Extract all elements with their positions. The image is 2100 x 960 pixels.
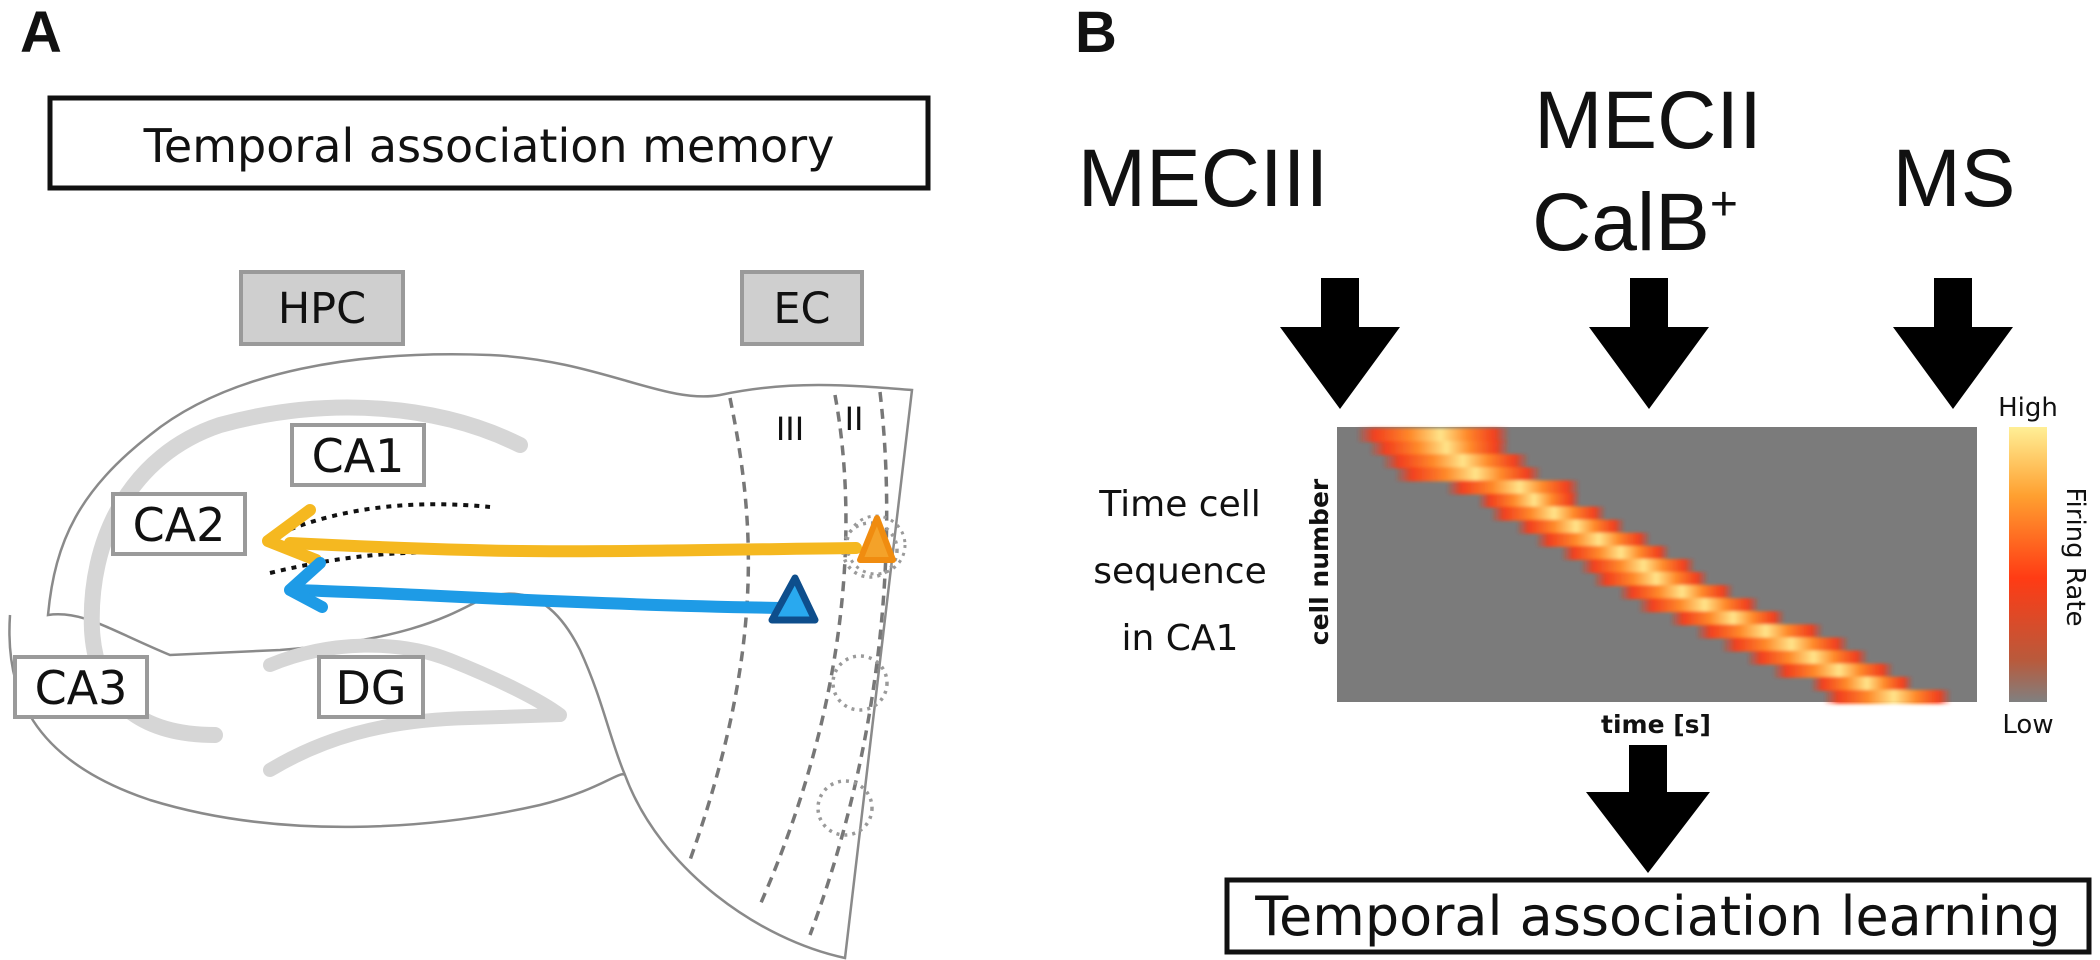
ec-boundary-1 [688,397,751,861]
side-label-line2: sequence [1093,551,1266,592]
meciii-label: MECIII [1078,133,1329,224]
panel-b-letter: B [1075,0,1117,65]
x-axis-label: time [s] [1601,710,1711,739]
heatmap-cell-row [1535,532,1651,547]
dg-label: DG [335,661,406,715]
heatmap-cell-row [1810,676,1913,691]
ca1-box [290,423,426,487]
heatmap-cell-row [1580,559,1696,574]
heatmap-cell-row [1593,572,1709,587]
panel-a-letter: A [20,0,62,65]
empty-cell-circle [841,521,899,579]
colorbar-title: Firing Rate [2060,487,2090,626]
ec-boundary-2 [758,394,848,906]
output-down-arrow [1586,745,1710,873]
meciii-pathway-arrow [284,537,862,558]
layer-iii-label: III [776,410,804,448]
hpc-label: HPC [278,284,366,334]
ca1-dotted-line-upper [269,502,491,540]
heatmap-cell-row [1356,428,1510,443]
heatmap-cell-row [1772,663,1894,678]
layer-ii-label: II [845,400,864,438]
ms-down-arrow [1893,278,2013,409]
learning-output-box [1224,877,2092,955]
heatmap-cell-row [1746,650,1869,665]
calb-superscript: + [1710,178,1738,231]
calb-label: CalB+ [1532,177,1738,268]
colorbar-high-label: High [1998,393,2058,423]
hpc-box [239,270,405,346]
dentate-gyrus-curve [263,638,567,777]
meciii-down-arrow [1280,278,1400,409]
ca1-label: CA1 [312,429,405,483]
mecii-pathway-arrow [290,584,791,614]
ca3-box [13,655,149,719]
yellow-arrowhead [262,504,322,566]
ec-label: EC [773,284,830,334]
dg-box [317,655,425,719]
side-label-line3: in CA1 [1122,618,1239,659]
colorbar-low-label: Low [2002,710,2053,740]
ec-box [740,270,864,346]
heatmap-cell-row [1369,441,1510,456]
blue-neuron-icon [768,574,819,624]
calb-text: CalB [1532,177,1710,268]
side-label-line1: Time cell [1098,484,1261,525]
empty-cell-circle [831,654,889,712]
empty-cell-circle [816,779,874,837]
heatmap-cell-row [1618,585,1734,600]
heatmap-cell-row [1394,467,1542,482]
heatmap-cell-row [1381,454,1529,469]
ec-boundary-3 [808,391,889,936]
heatmap-cell-row [1516,519,1625,534]
heatmap-cell-row [1695,624,1824,639]
mecii-label: MECII [1534,75,1762,166]
orange-neuron-icon [857,515,896,563]
heatmap-cell-row [1445,480,1581,495]
ca3-label: CA3 [35,661,128,715]
heatmap-rows [1356,428,1952,704]
mecii-down-arrow [1589,278,1709,409]
heatmap-cell-row [1823,689,1952,704]
learning-output-label: Temporal association learning [1254,885,2061,948]
ms-label: MS [1893,133,2016,224]
heatmap-cell-row [1561,545,1670,560]
blue-arrowhead [284,557,328,613]
y-axis-label: cell number [1305,478,1334,645]
heatmap-cell-row [1637,598,1760,613]
heatmap-cell-row [1721,637,1849,652]
memory-title-box [47,95,931,191]
heatmap-cell-row [1477,493,1581,508]
heatmap-cell-row [1490,506,1606,521]
colorbar [2009,427,2047,702]
ca2-label: CA2 [133,498,226,552]
memory-title: Temporal association memory [143,119,835,173]
ca2-box [111,492,247,556]
heatmap-cell-row [1669,611,1785,626]
